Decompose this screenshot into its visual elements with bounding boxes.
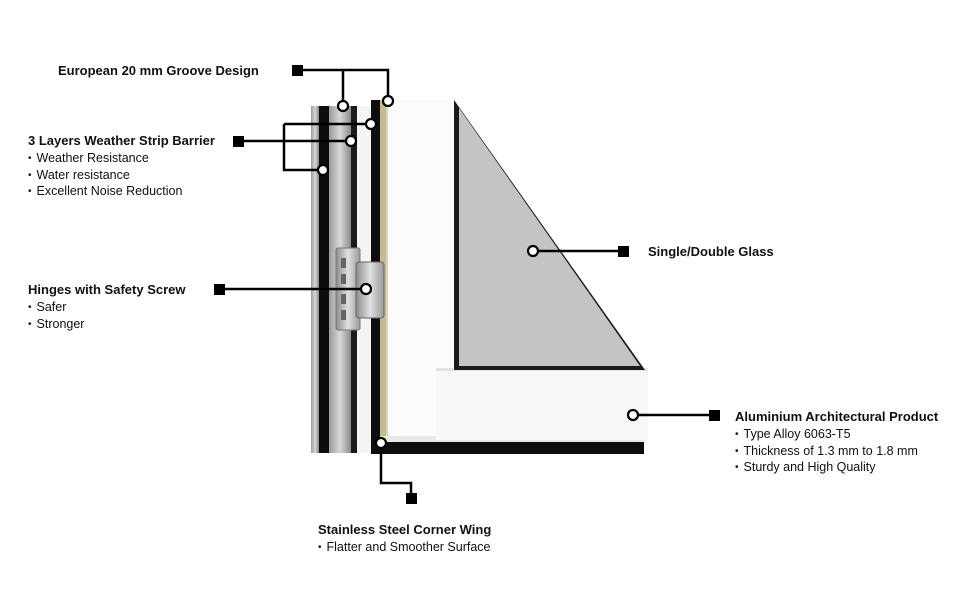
- callout-weather-title: 3 Layers Weather Strip Barrier: [28, 133, 215, 148]
- callout-hinges-list: Safer Stronger: [28, 300, 186, 333]
- leader-lines: [219, 68, 714, 498]
- callout-glass: Single/Double Glass: [648, 244, 774, 260]
- list-item: Thickness of 1.3 mm to 1.8 mm: [735, 444, 938, 461]
- callout-corner-list: Flatter and Smoother Surface: [318, 540, 491, 557]
- leader-weather-c: [282, 124, 323, 172]
- callout-corner-title: Stainless Steel Corner Wing: [318, 522, 492, 537]
- callout-aluminium-list: Type Alloy 6063-T5 Thickness of 1.3 mm t…: [735, 427, 938, 477]
- list-item: Sturdy and High Quality: [735, 460, 938, 477]
- callout-hinges: Hinges with Safety Screw Safer Stronger: [28, 282, 186, 333]
- leader-circle-markers: [316, 94, 640, 450]
- list-item: Stronger: [28, 317, 186, 334]
- callout-aluminium: Aluminium Architectural Product Type All…: [735, 409, 938, 477]
- list-item: Excellent Noise Reduction: [28, 184, 215, 201]
- list-item: Weather Resistance: [28, 151, 215, 168]
- callout-corner: Stainless Steel Corner Wing Flatter and …: [318, 522, 491, 557]
- leader-groove-a: [297, 68, 390, 100]
- callout-aluminium-title: Aluminium Architectural Product: [735, 409, 939, 424]
- glass-pane: [454, 100, 645, 370]
- callout-glass-title: Single/Double Glass: [648, 244, 774, 259]
- callout-hinges-title: Hinges with Safety Screw: [28, 282, 186, 297]
- callout-groove-title: European 20 mm Groove Design: [58, 63, 259, 78]
- list-item: Flatter and Smoother Surface: [318, 540, 491, 557]
- callout-weather: 3 Layers Weather Strip Barrier Weather R…: [28, 133, 215, 201]
- list-item: Type Alloy 6063-T5: [735, 427, 938, 444]
- list-item: Safer: [28, 300, 186, 317]
- callout-groove: European 20 mm Groove Design: [58, 63, 259, 79]
- leader-corner: [379, 443, 413, 498]
- callout-weather-list: Weather Resistance Water resistance Exce…: [28, 151, 215, 201]
- list-item: Water resistance: [28, 168, 215, 185]
- leader-square-markers: [214, 65, 720, 504]
